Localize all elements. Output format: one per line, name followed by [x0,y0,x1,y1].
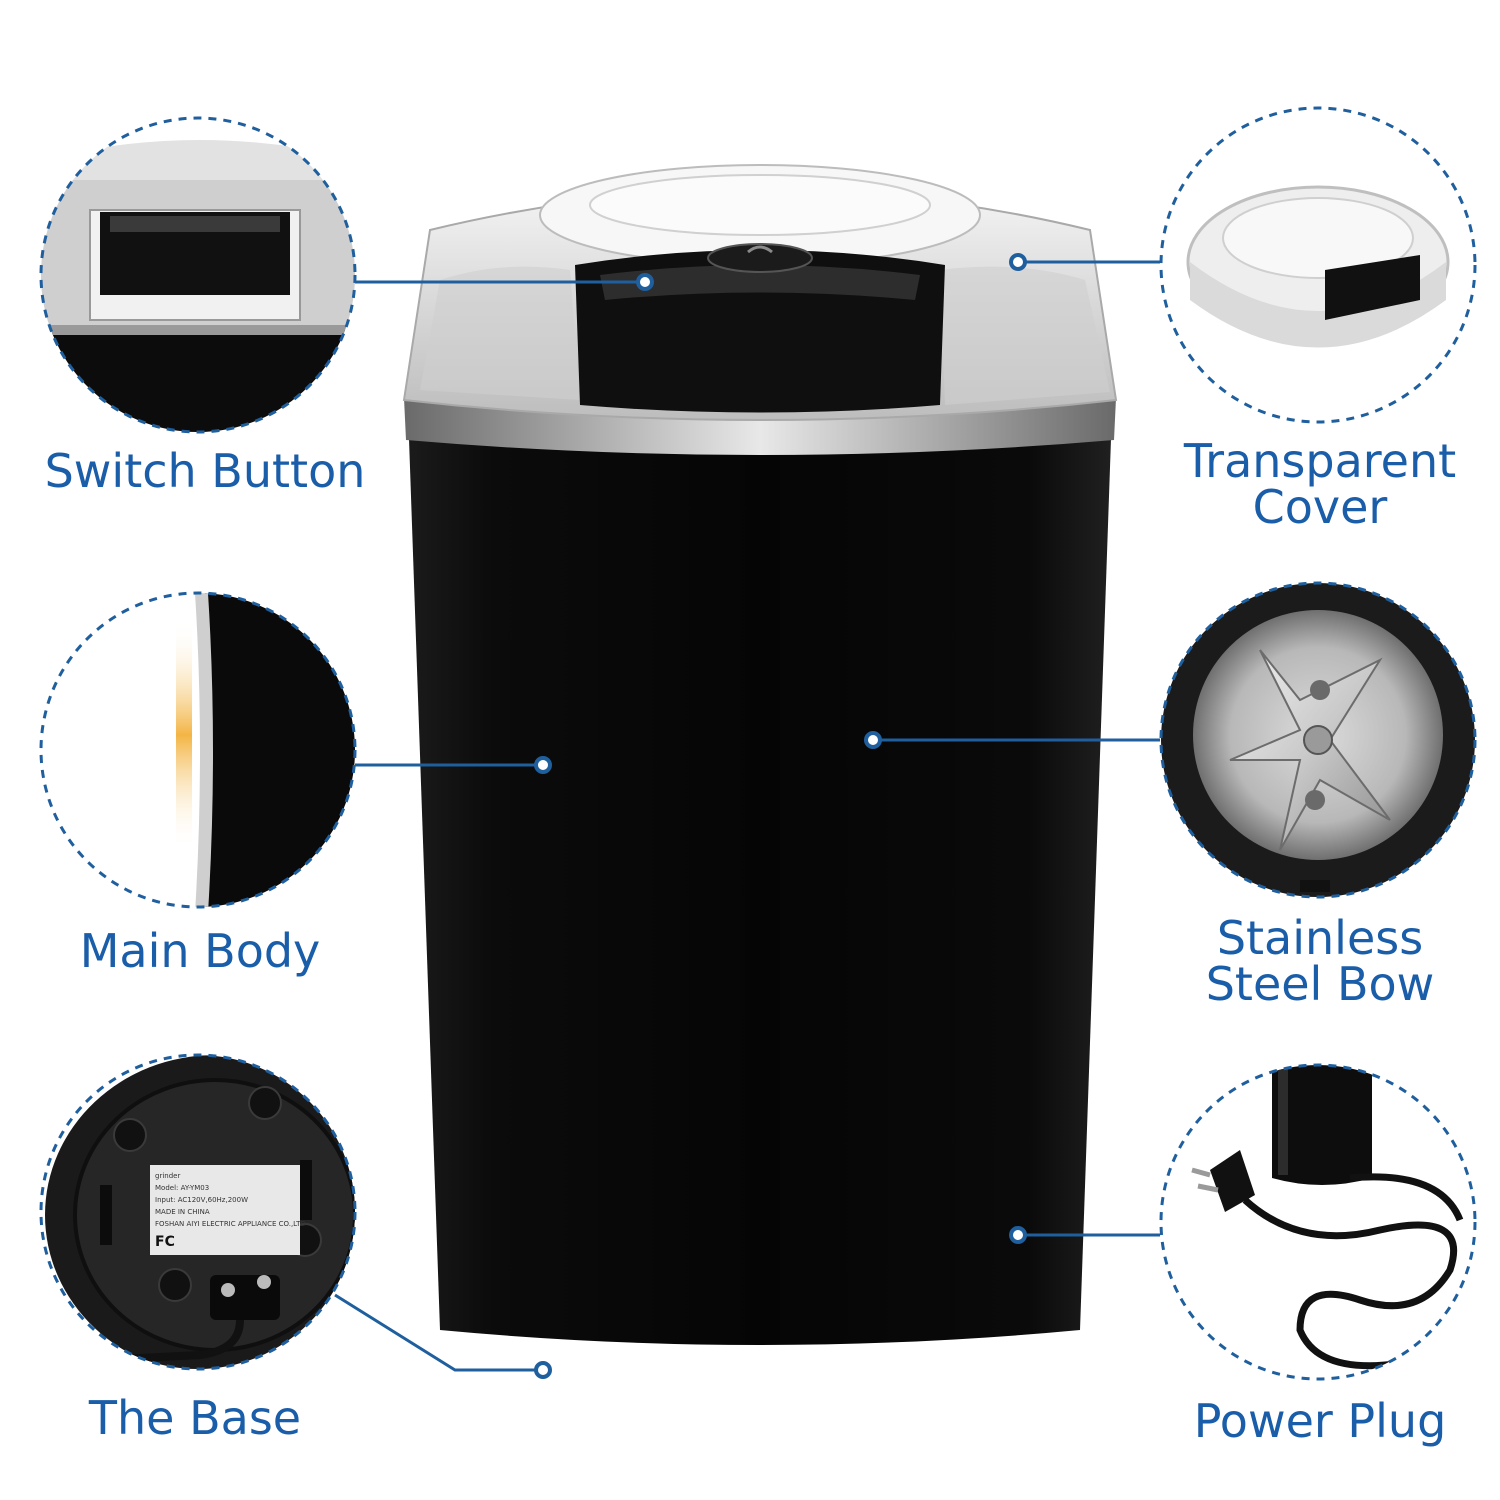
grinder-main-image [402,164,1118,1345]
base-sticker [150,1165,300,1255]
callout-connectors [334,260,1160,1372]
base-sticker-text: grinder Model: AY-YM03 Input: AC120V,60H… [155,1172,306,1250]
svg-text:FC: FC [155,1234,175,1250]
detail-stainless-bowl [1159,581,1477,899]
bowl-detail-circle [1159,581,1477,899]
switch-detail-circle [39,116,357,434]
stainless-bowl-label: Stainless Steel Bow [1175,915,1465,1007]
base-detail-circle [39,1053,357,1371]
grinder-body [408,410,1112,1345]
transparent-cover-label: Transparent Cover [1165,438,1475,530]
main-body-label: Main Body [79,924,321,978]
stainless-bowl-line2: Steel Bow [1205,957,1435,1011]
cover-callout-dot [1009,253,1027,271]
plug-detail-circle [1159,1063,1477,1381]
detail-transparent-cover [1159,106,1477,424]
svg-text:Input: AC120V,60Hz,200W: Input: AC120V,60Hz,200W [155,1196,248,1204]
plug-callout-dot [1009,1226,1027,1244]
detail-base [39,1053,357,1371]
stainless-bowl-line1: Stainless [1216,911,1424,965]
main-body-callout-dot [534,756,552,774]
detail-switch-button [39,116,357,434]
cover-detail-circle [1159,106,1477,424]
switch-button-label: Switch Button [44,444,366,498]
callout-dots [534,253,1027,1379]
svg-text:FOSHAN AIYI ELECTRIC APPLIANCE: FOSHAN AIYI ELECTRIC APPLIANCE CO.,LTD [155,1220,306,1228]
svg-text:Model: AY-YM03: Model: AY-YM03 [155,1184,209,1192]
bowl-callout-dot [864,731,882,749]
detail-main-body [39,591,357,909]
transparent-cover-line1: Transparent [1183,434,1457,488]
switch-callout-dot [636,273,654,291]
power-plug-label: Power Plug [1193,1394,1447,1448]
base-callout-dot [534,1361,552,1379]
svg-text:MADE IN CHINA: MADE IN CHINA [155,1208,210,1216]
transparent-cover-line2: Cover [1252,480,1388,534]
main-body-detail-circle [39,591,357,909]
detail-power-plug [1159,1063,1477,1381]
the-base-label: The Base [88,1391,302,1445]
svg-text:grinder: grinder [155,1172,180,1180]
